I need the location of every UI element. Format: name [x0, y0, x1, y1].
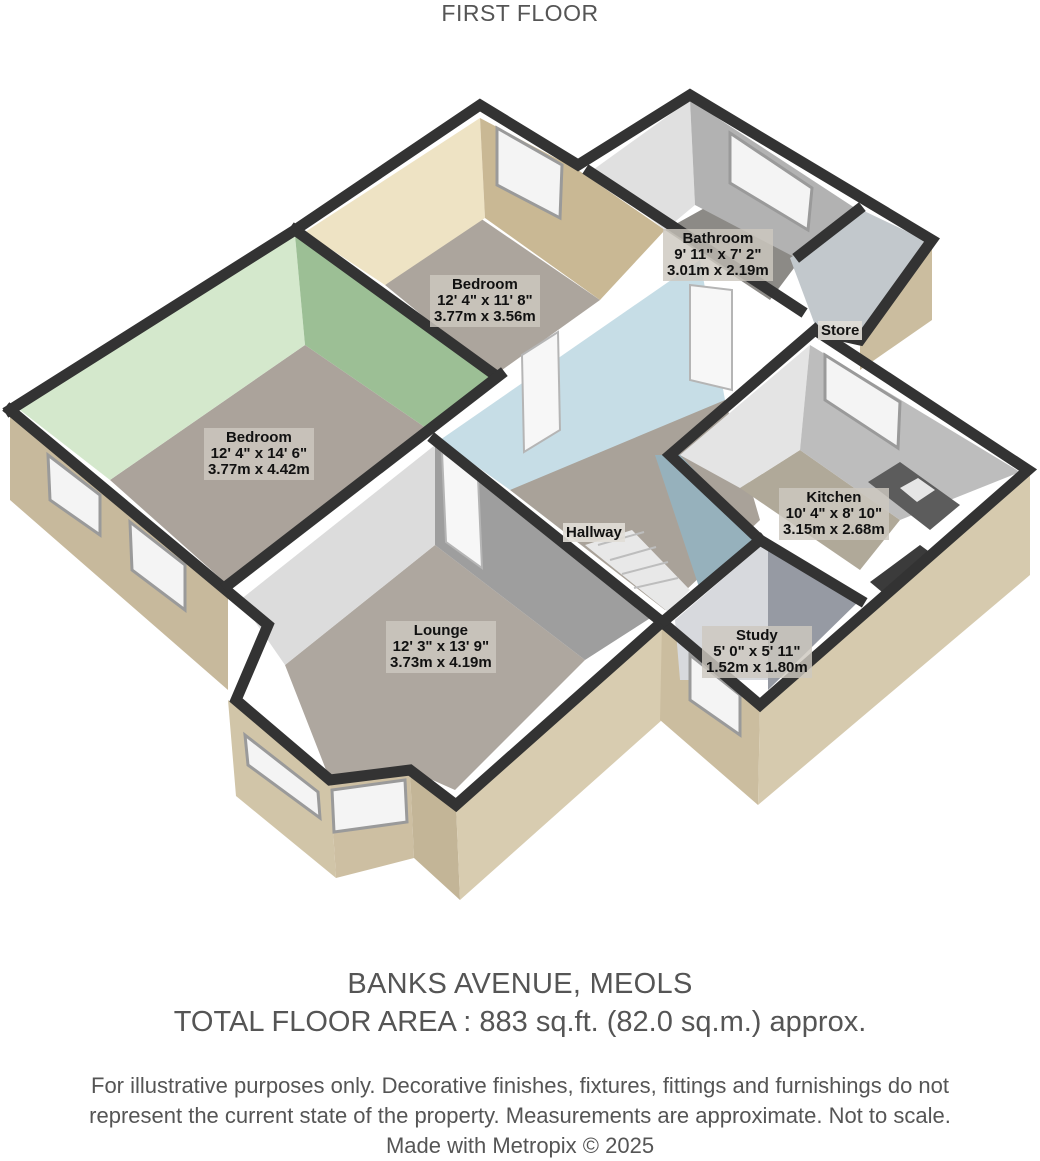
room-label-bedroom-2: Bedroom 12' 4" x 11' 8" 3.77m x 3.56m	[430, 275, 540, 327]
window-bedroom-1-west-b	[128, 518, 187, 614]
room-size-metric: 3.01m x 2.19m	[667, 262, 769, 279]
doors	[440, 283, 733, 571]
total-floor-area: TOTAL FLOOR AREA : 883 sq.ft. (82.0 sq.m…	[173, 1006, 867, 1038]
room-size-imperial: 9' 11" x 7' 2"	[674, 246, 762, 263]
room-size-metric: 1.52m x 1.80m	[706, 659, 808, 676]
window-lounge-bay-west	[243, 731, 322, 822]
wall-lounge-back	[240, 445, 435, 665]
room-size-imperial: 5' 0" x 5' 11"	[713, 643, 801, 660]
kitchen-sink	[900, 478, 935, 502]
door-bathroom	[689, 283, 733, 392]
label-hallway: Hallway	[563, 523, 625, 542]
disclaimer-line: For illustrative purposes only. Decorati…	[91, 1073, 949, 1098]
room-name: Bedroom	[225, 429, 292, 446]
room-size-imperial: 12' 3" x 13' 9"	[392, 638, 490, 655]
room-size-imperial: 10' 4" x 8' 10"	[785, 505, 883, 522]
wall-top-outer	[2, 88, 1038, 813]
wall-top-bedroom-split	[287, 222, 503, 383]
room-name: Bedroom	[451, 276, 518, 293]
room-size-metric: 3.77m x 4.42m	[208, 461, 310, 478]
room-label-study: Study 5' 0" x 5' 11" 1.52m x 1.80m	[702, 626, 812, 678]
room-size-metric: 3.77m x 3.56m	[434, 308, 536, 325]
room-label-kitchen: Kitchen 10' 4" x 8' 10" 3.15m x 2.68m	[779, 488, 889, 540]
window-bedroom-2	[495, 125, 564, 221]
window-bathroom	[728, 130, 814, 233]
room-label-bathroom: Bathroom 9' 11" x 7' 2" 3.01m x 2.19m	[663, 229, 773, 281]
room-size-imperial: 12' 4" x 11' 8"	[437, 292, 533, 309]
disclaimer-line: represent the current state of the prope…	[89, 1103, 951, 1128]
room-name: Lounge	[413, 622, 468, 639]
windows	[46, 125, 902, 834]
room-label-bedroom-1: Bedroom 12' 4" x 14' 6" 3.77m x 4.42m	[204, 428, 314, 480]
floor-title: FIRST FLOOR	[441, 0, 599, 26]
wall-top-hallway	[427, 432, 670, 630]
kitchen-hob	[870, 545, 935, 592]
wall-hallway-back	[440, 260, 725, 490]
kitchen-fittings	[868, 462, 960, 592]
wall-bathroom-back	[590, 100, 695, 230]
disclaimer: For illustrative purposes only. Decorati…	[20, 1071, 1020, 1161]
room-size-imperial: 12' 4" x 14' 6"	[210, 445, 308, 462]
floor-plan	[2, 88, 1038, 900]
label-store: Store	[818, 321, 863, 340]
exterior-wall-south	[456, 622, 662, 900]
wall-top-lounge	[220, 367, 508, 593]
wall-top-kitchen	[661, 322, 868, 608]
exterior-wall-store	[860, 243, 932, 370]
window-lounge-bay-front	[330, 778, 409, 834]
room-label-lounge: Lounge 12' 3" x 13' 9" 3.73m x 4.19m	[386, 621, 496, 673]
exterior-wall-east	[758, 470, 1030, 805]
wall-bedroom-1-back	[20, 235, 305, 480]
room-name: Kitchen	[806, 489, 862, 506]
wall-lounge-right	[435, 445, 655, 660]
room-name: Bathroom	[682, 230, 754, 247]
wall-top-store-split	[792, 202, 866, 263]
room-size-metric: 3.15m x 2.68m	[783, 521, 885, 538]
stairs	[585, 530, 690, 612]
window-kitchen	[823, 352, 902, 451]
property-address: BANKS AVENUE, MEOLS	[347, 968, 693, 1000]
metropix-credit: Made with Metropix © 2025	[385, 1133, 655, 1158]
wall-bedroom-1-right	[295, 235, 495, 432]
wall-bedroom-2-back	[305, 118, 485, 285]
room-name: Study	[736, 627, 778, 644]
wall-top-study	[657, 532, 768, 628]
window-bedroom-1-west-a	[46, 451, 102, 538]
room-size-metric: 3.73m x 4.19m	[390, 654, 492, 671]
wall-tops	[2, 88, 1038, 813]
door-hallway	[520, 330, 562, 454]
wall-kitchen-back	[680, 345, 810, 488]
